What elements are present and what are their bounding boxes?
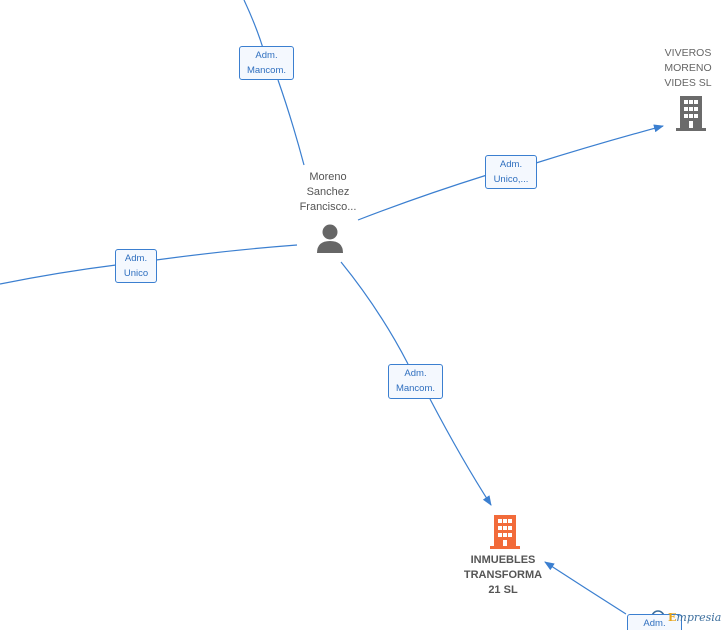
edge-label-top[interactable]: Adm. Mancom. (239, 46, 294, 80)
brand-logo: Empresia (668, 611, 722, 624)
edge-label-bottom-right[interactable]: Adm. (627, 614, 682, 630)
edge-label-inmuebles[interactable]: Adm. Mancom. (388, 364, 443, 399)
person-name[interactable]: Moreno Sanchez Francisco... (299, 171, 357, 213)
edge-inmuebles-a (340, 261, 409, 365)
edge-top-lower (277, 79, 305, 166)
edge-label-viveros[interactable]: Adm. Unico,... (485, 155, 537, 189)
edge-left-a (0, 264, 117, 285)
company-name-viveros[interactable]: VIVEROS MORENO VIDES SL (664, 47, 712, 89)
edge-viveros-a (357, 174, 488, 221)
edge-bottom-right (544, 561, 627, 615)
edge-label-left[interactable]: Adm. Unico (115, 249, 157, 283)
building-icon[interactable] (676, 96, 706, 131)
person-icon[interactable] (317, 224, 343, 254)
building-icon[interactable] (490, 515, 520, 549)
edge-inmuebles-b (429, 398, 492, 506)
company-name-inmuebles[interactable]: INMUEBLES TRANSFORMA 21 SL (463, 554, 543, 596)
edge-left-b (155, 244, 298, 261)
edge-viveros-b (535, 124, 664, 164)
